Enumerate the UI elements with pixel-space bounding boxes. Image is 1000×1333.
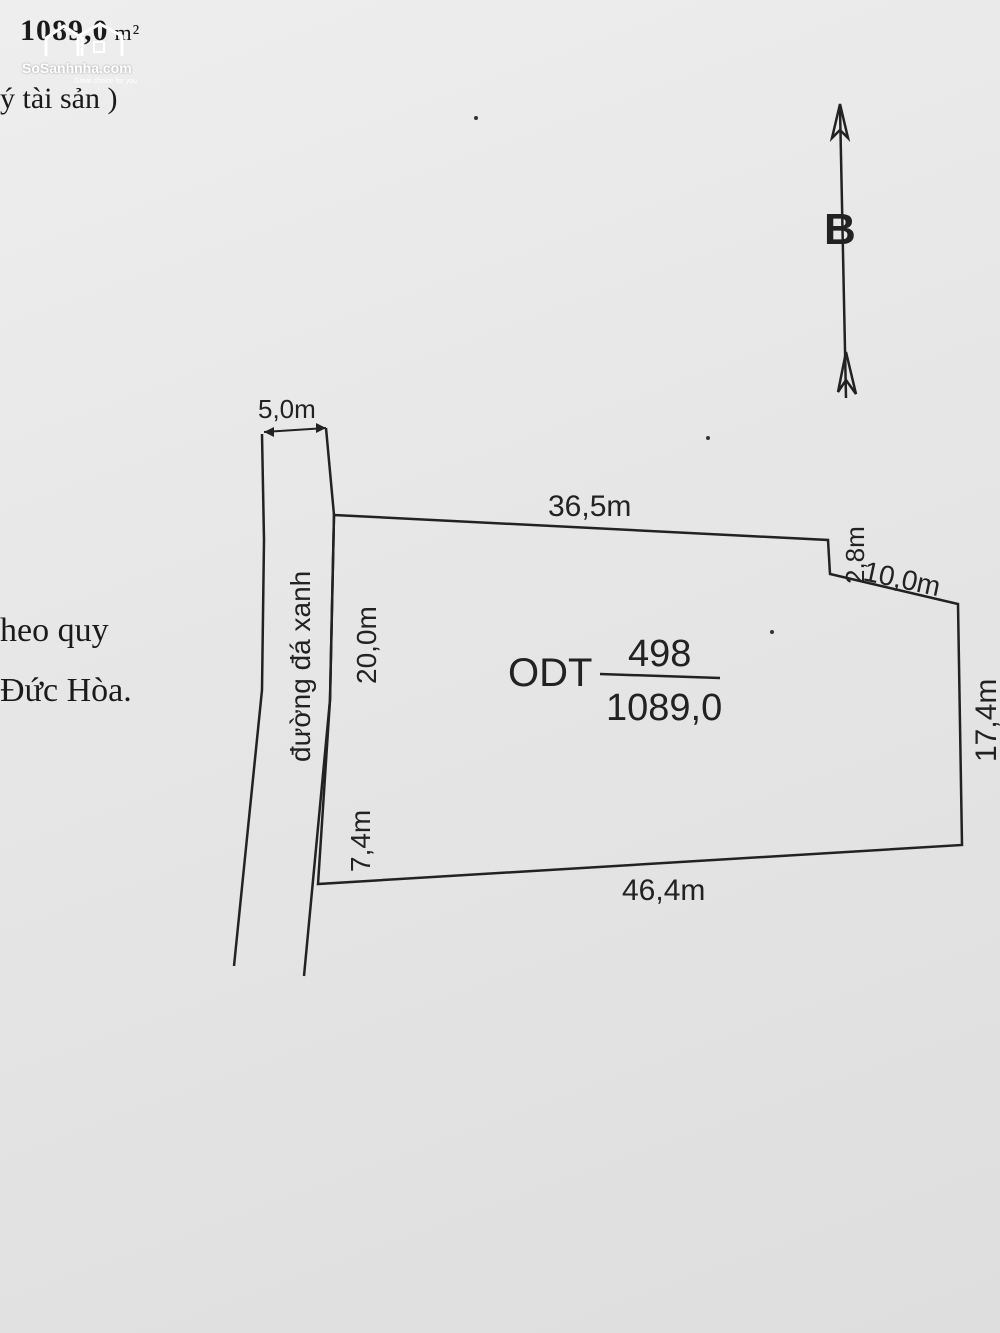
paper-speck bbox=[474, 116, 478, 120]
watermark-logo: SoSanhnha.com Great choice for you bbox=[18, 22, 158, 85]
house-icon bbox=[44, 22, 124, 56]
dim-right: 17,4m bbox=[970, 679, 1000, 762]
dim-left-upper: 20,0m bbox=[351, 606, 382, 684]
parcel-outline bbox=[316, 513, 964, 886]
road-width-label: 5,0m bbox=[258, 394, 316, 424]
paper-speck bbox=[770, 630, 774, 634]
parcel-number: 498 bbox=[628, 633, 691, 675]
compass-arrow-icon bbox=[829, 103, 851, 142]
paper-speck bbox=[706, 436, 710, 440]
road-left-edge bbox=[232, 433, 266, 967]
compass-line bbox=[838, 107, 848, 399]
road-name-label: đường đá xanh bbox=[285, 571, 316, 762]
dim-notch-vertical: 2,8m bbox=[840, 526, 870, 584]
dim-notch-diagonal: 10,0m bbox=[861, 556, 944, 603]
side-text-line-1: heo quy bbox=[0, 612, 109, 649]
road-width-dimension-line bbox=[263, 427, 327, 433]
side-text-line-2: Đức Hòa. bbox=[0, 672, 132, 709]
watermark-tagline: Great choice for you bbox=[74, 78, 138, 85]
parcel-area: 1089,0 bbox=[606, 687, 722, 729]
header-note: ý tài sản ) bbox=[0, 82, 118, 115]
dim-bottom: 46,4m bbox=[622, 874, 705, 907]
compass-label: B bbox=[824, 205, 856, 254]
parcel-label: ODT 498 1089,0 bbox=[508, 633, 722, 729]
header-area-value: 1089,0 bbox=[20, 14, 109, 47]
compass-tail-icon bbox=[836, 351, 858, 395]
dim-top: 36,5m bbox=[548, 490, 631, 523]
parcel-land-type: ODT bbox=[508, 651, 592, 695]
watermark-name: SoSanhnha.com bbox=[22, 60, 132, 76]
dim-left-lower: 7,4m bbox=[345, 810, 376, 872]
compass: B bbox=[824, 103, 858, 399]
parcel-fraction-line bbox=[599, 672, 721, 680]
road: 5,0m đường đá xanh bbox=[232, 394, 336, 977]
